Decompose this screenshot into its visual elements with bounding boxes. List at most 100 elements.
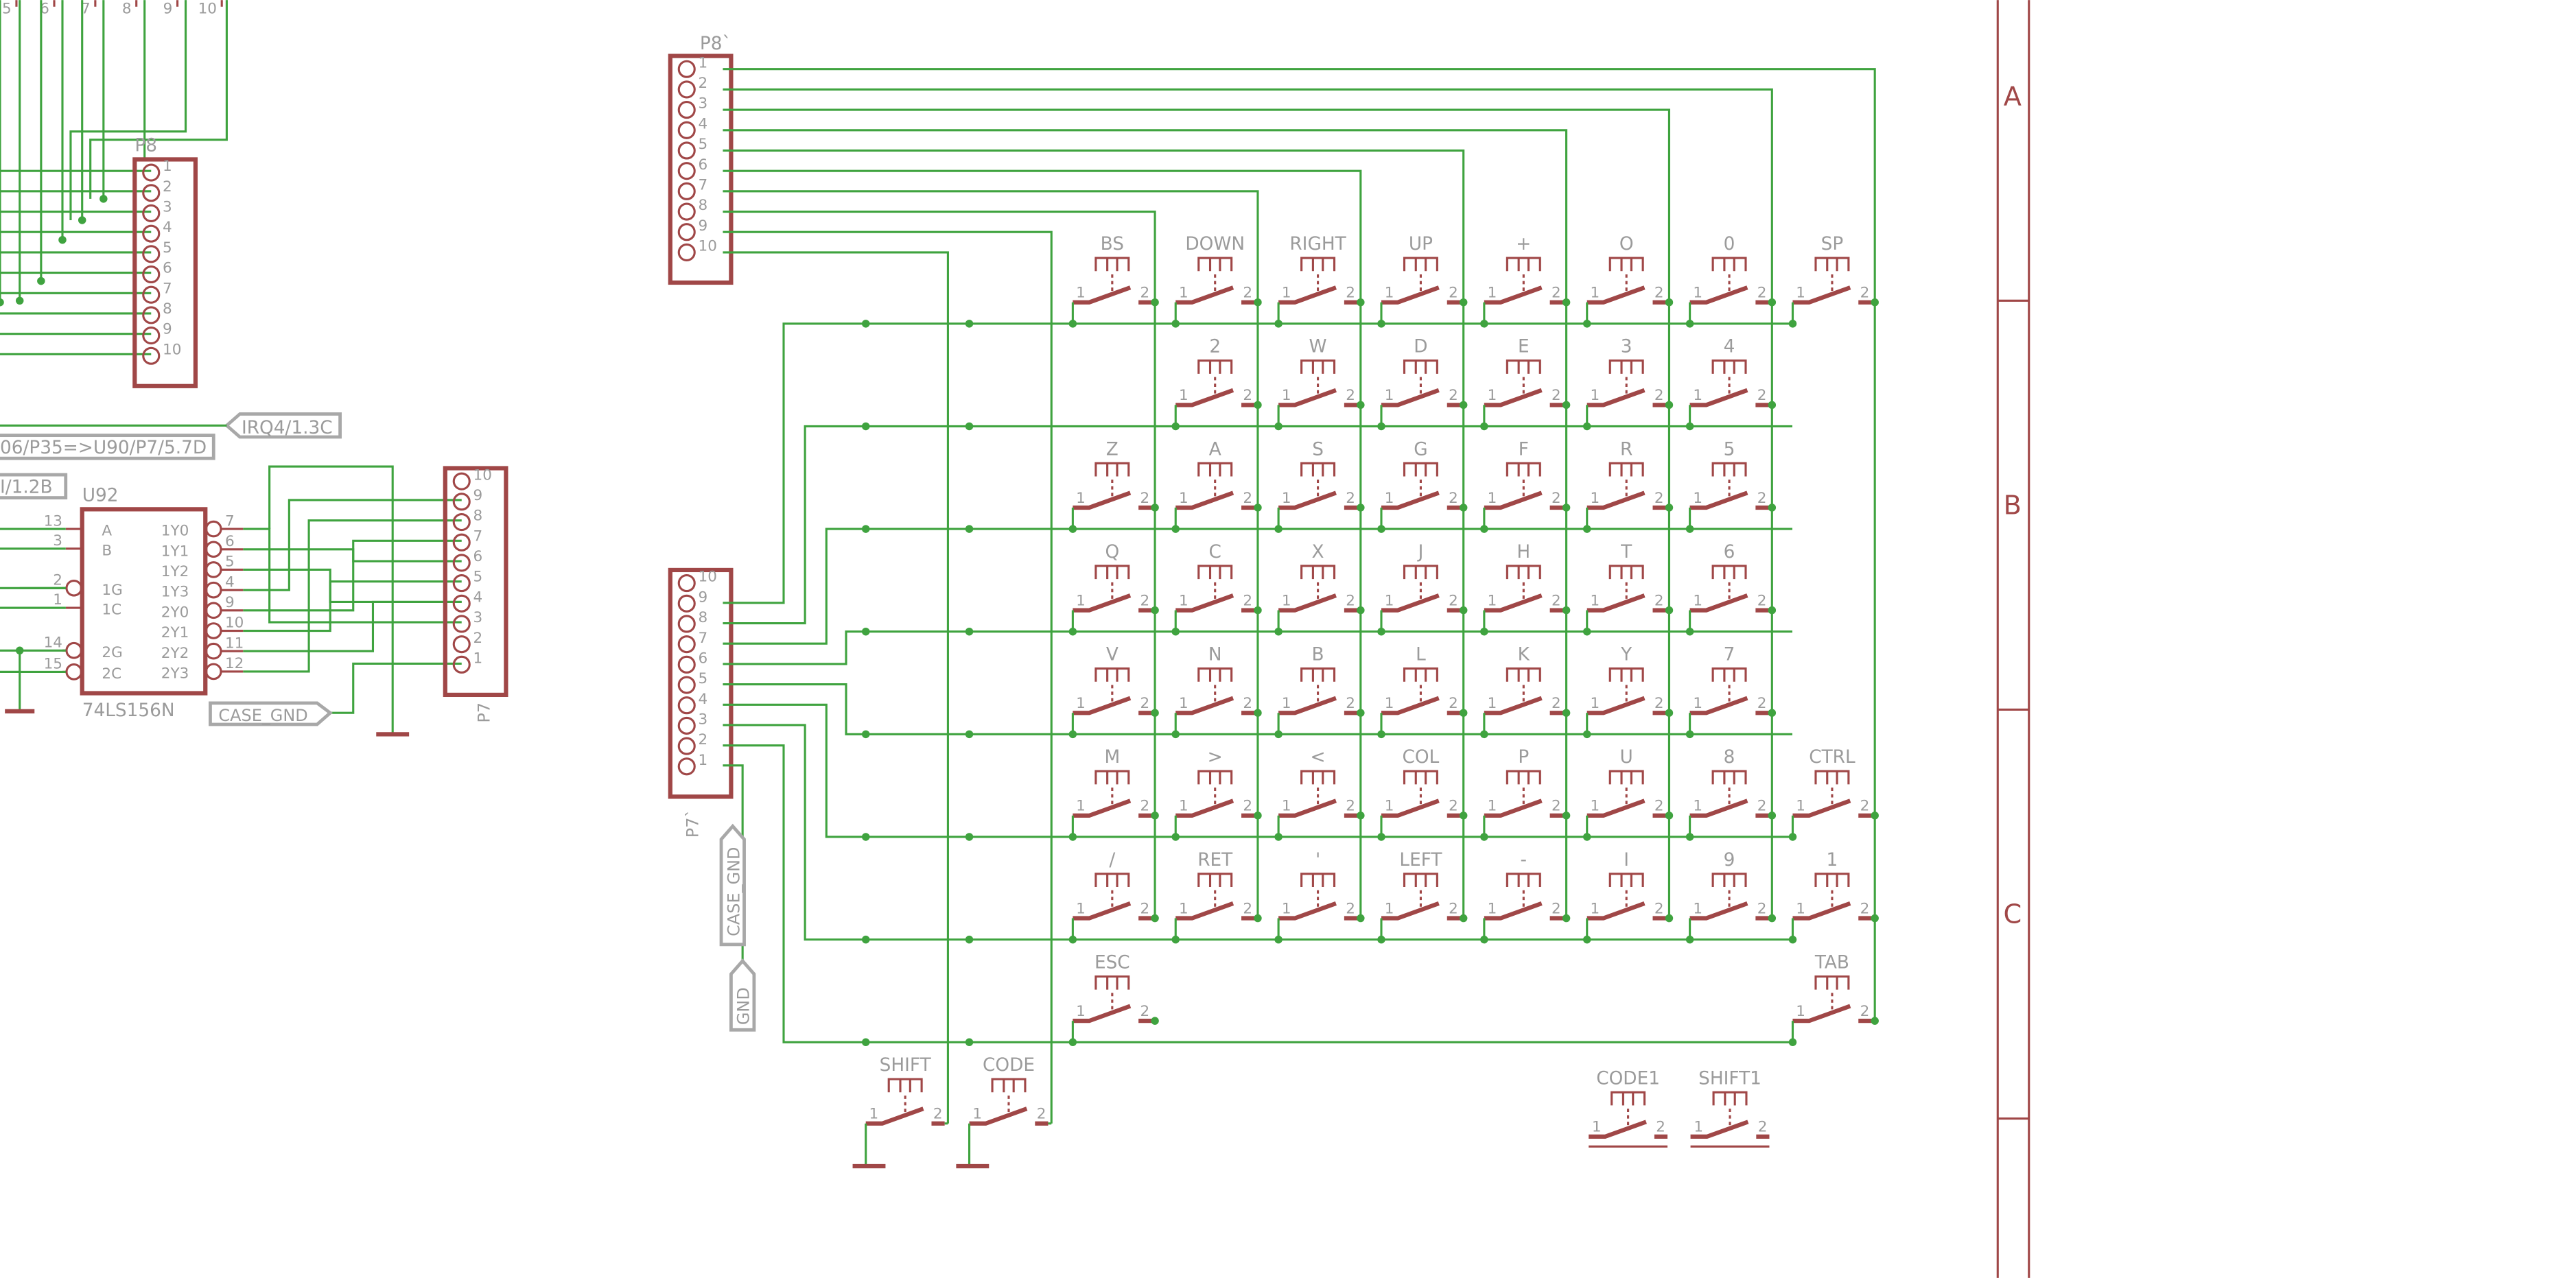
- connector-p7b-pin: [677, 716, 696, 735]
- junction-dot: [1459, 709, 1468, 717]
- pin-number: 1: [1385, 695, 1394, 712]
- connector-p7b-pin-number: 10: [699, 569, 717, 586]
- junction-dot: [1274, 730, 1283, 739]
- actuator: [1814, 873, 1850, 888]
- top-pin-number: 6: [40, 0, 49, 17]
- switch-contact: [1586, 388, 1646, 407]
- actuator: [1814, 257, 1850, 272]
- pin-number: 1: [1385, 285, 1394, 302]
- key-label: Y: [1620, 645, 1632, 665]
- pin-number: 2: [1860, 285, 1870, 302]
- pin-number: 1: [1693, 900, 1702, 917]
- junction-dot: [1480, 422, 1488, 431]
- junction-dot: [1357, 812, 1365, 820]
- junction-dot: [1274, 833, 1283, 841]
- junction-dot: [1582, 422, 1591, 431]
- connector-p7-pin-number: 1: [473, 650, 483, 667]
- connector-p7b-pin-number: 5: [699, 670, 708, 687]
- chip-pin-label: 2Y0: [161, 604, 189, 621]
- connector-p7-pin: [452, 533, 471, 552]
- switch-contact: [1073, 1004, 1132, 1023]
- key-label: H: [1517, 542, 1530, 563]
- actuator: [1094, 667, 1130, 682]
- key-label: TAB: [1814, 953, 1849, 973]
- junction-dot: [1582, 730, 1591, 739]
- actuator: [1300, 257, 1336, 272]
- actuator: [1403, 462, 1438, 477]
- pin-number: 1: [1693, 592, 1702, 609]
- switch-contact: [1589, 1120, 1647, 1139]
- pin-number: 2: [1243, 900, 1252, 917]
- junction-dot: [1768, 709, 1777, 717]
- connector-p8-pin: [142, 306, 161, 324]
- row-bus: [723, 322, 1792, 604]
- junction-dot: [1582, 525, 1591, 533]
- junction-dot: [1665, 504, 1674, 512]
- key-label: RIGHT: [1289, 234, 1346, 255]
- net-label-gnd-text: GND: [734, 987, 753, 1025]
- actuator: [1094, 565, 1130, 580]
- pin-number: 1: [1179, 798, 1189, 815]
- pin-number: 2: [1140, 900, 1150, 917]
- pin-number: 2: [1552, 695, 1561, 712]
- pin-number: 2: [1346, 285, 1355, 302]
- switch-contact: [1381, 593, 1440, 613]
- key-label: UP: [1409, 234, 1433, 255]
- connector-p7b-name: P7`: [683, 809, 703, 838]
- junction-dot: [1665, 812, 1674, 820]
- column-wire: [723, 169, 1362, 919]
- actuator: [1403, 873, 1438, 888]
- pin-number: 1: [1179, 490, 1189, 507]
- pin-number: 1: [1076, 490, 1086, 507]
- actuator: [1711, 257, 1747, 272]
- pin-number: 2: [1757, 592, 1767, 609]
- pin-number: 1: [1282, 490, 1291, 507]
- pin-number: 2: [1757, 695, 1767, 712]
- key-label: J: [1417, 542, 1424, 563]
- junction-dot: [1480, 627, 1488, 636]
- switch-contact: [1381, 696, 1440, 715]
- actuator: [887, 1078, 923, 1093]
- switch-contact: [1689, 490, 1748, 510]
- switch-contact: [1381, 388, 1440, 407]
- pin-number: 1: [1282, 285, 1291, 302]
- key-label: +: [1516, 234, 1531, 255]
- junction-dot: [861, 935, 870, 944]
- pin-number: 1: [1488, 798, 1497, 815]
- pin-number: 2: [1449, 285, 1458, 302]
- junction-dot: [1665, 914, 1674, 923]
- key-label: ': [1315, 850, 1320, 871]
- switch-contact: [1175, 490, 1234, 510]
- pin-number: 2: [1757, 387, 1767, 404]
- chip-pin-number: 10: [225, 615, 244, 632]
- junction-dot: [1171, 730, 1180, 739]
- actuator: [1506, 873, 1541, 888]
- connector-p7-pin-number: 10: [473, 466, 492, 484]
- connector-p7-pin-number: 3: [473, 609, 483, 626]
- junction-dot: [1459, 606, 1468, 615]
- junction-dot: [15, 646, 24, 655]
- wire: [243, 499, 462, 591]
- key-label: O: [1619, 234, 1634, 255]
- junction-dot: [1788, 935, 1797, 944]
- switch-contact: [1175, 285, 1234, 305]
- chip-pin-label: 1Y2: [161, 563, 189, 580]
- junction-dot: [1459, 812, 1468, 820]
- pin-number: 1: [1591, 285, 1600, 302]
- pin-number: 2: [1654, 798, 1664, 815]
- switch-contact: [1689, 798, 1748, 818]
- junction-dot: [1274, 422, 1283, 431]
- junction-dot: [1171, 833, 1180, 841]
- junction-dot: [1377, 422, 1385, 431]
- junction-dot: [965, 525, 974, 533]
- junction-dot: [1274, 320, 1283, 328]
- top-pin-number: 10: [198, 0, 217, 17]
- junction-dot: [1068, 320, 1077, 328]
- key-label: G: [1414, 439, 1427, 460]
